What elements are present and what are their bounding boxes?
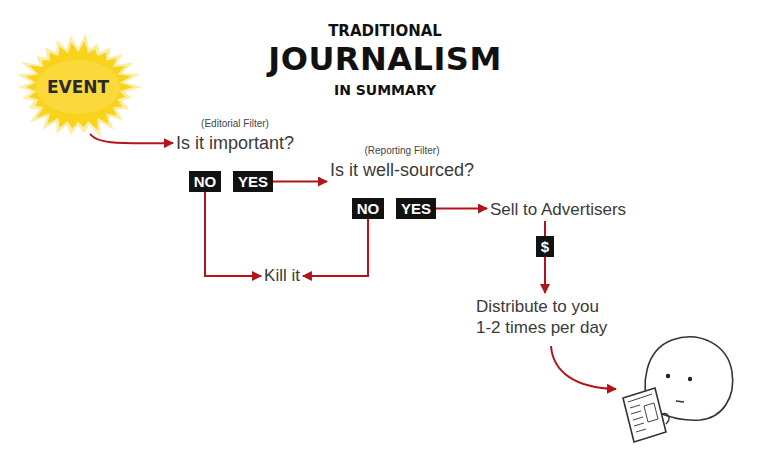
node-label: YES [401,200,431,217]
flow-arrow [544,257,546,293]
answer-box: YES [396,198,436,219]
node-label: Is it important? [176,133,294,154]
decision-text: (Editorial Filter) Is it important? [176,118,294,154]
heading-line: IN SUMMARY [334,82,436,98]
flow-arrow [436,208,487,210]
filter-note: (Editorial Filter) [176,118,294,129]
heading-line: TRADITIONAL [328,22,442,40]
flow-arrow [544,221,546,236]
node-label: EVENT [47,77,109,97]
node-label: NO [357,200,380,217]
node-label: NO [194,173,217,190]
event-burst: EVENT [12,32,144,142]
leader-arrow [551,346,616,389]
node-label: Kill it [264,266,300,286]
node-label: Is it well-sourced? [330,160,474,181]
answer-box: YES [233,171,273,192]
flow-arrow [303,219,368,276]
newspaper [623,388,666,442]
node-label: YES [238,173,268,190]
answer-box: NO [189,171,222,192]
node-label: $ [541,238,549,255]
money-box: $ [536,236,554,257]
filter-note: (Reporting Filter) [330,145,474,156]
terminal-text: Kill it [264,266,300,286]
node-label: Sell to Advertisers [490,200,626,220]
title: JOURNALISM [268,40,501,78]
decision-text: (Reporting Filter) Is it well-sourced? [330,145,474,181]
flow-arrow [90,134,173,143]
answer-box: NO [352,198,385,219]
flow-arrow [273,181,327,183]
process-text: Sell to Advertisers [490,200,626,220]
reader-figure [623,337,733,442]
flow-arrow [205,192,261,276]
process-text: Distribute to you 1-2 times per day [476,296,618,338]
node-label: Distribute to you 1-2 times per day [476,296,618,338]
